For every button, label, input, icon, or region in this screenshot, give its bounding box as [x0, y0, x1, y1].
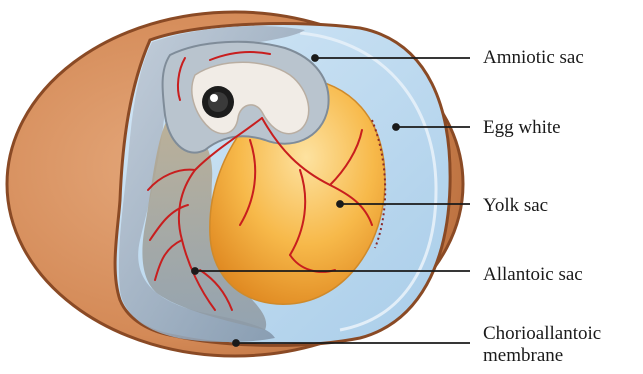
label-yolk-sac: Yolk sac [483, 195, 548, 217]
label-egg-white: Egg white [483, 117, 561, 139]
label-chorioallantoic-line2: membrane [483, 345, 601, 367]
label-chorioallantoic-line1: Chorioallantoic [483, 323, 601, 345]
amniotic-sac [163, 42, 329, 153]
label-allantoic-sac: Allantoic sac [483, 264, 583, 286]
label-chorioallantoic-membrane: Chorioallantoic membrane [483, 323, 601, 367]
label-amniotic-sac: Amniotic sac [483, 47, 584, 69]
